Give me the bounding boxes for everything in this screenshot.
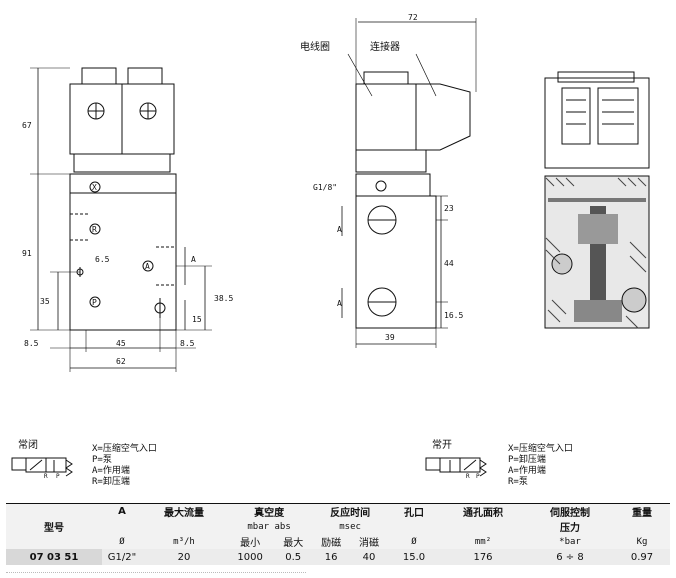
dim-44: 44 bbox=[444, 259, 454, 268]
sub-vac-min: 最小 bbox=[240, 538, 261, 549]
col-vacuum: 真空度 bbox=[254, 508, 285, 519]
nc-legend-x: X=压缩空气入口 bbox=[92, 444, 157, 454]
dim-6-5: 6.5 bbox=[95, 255, 110, 264]
sub-a: Ø bbox=[119, 536, 125, 547]
no-legend-a: A=作用端 bbox=[508, 466, 546, 476]
col-weight: 重量 bbox=[632, 508, 652, 519]
sub-weight: Kg bbox=[636, 536, 648, 547]
dim-a-lower: A bbox=[337, 299, 342, 308]
col-response: 反应时间 bbox=[330, 508, 371, 519]
front-view bbox=[30, 67, 212, 372]
connector-label: 连接器 bbox=[370, 42, 400, 53]
cell-vac-max: 0.5 bbox=[285, 551, 302, 563]
technical-drawing: 67 91 35 38.5 15 6.5 8.5 45 8.5 62 A X R… bbox=[22, 13, 650, 372]
dim-35: 35 bbox=[40, 297, 50, 306]
svg-text:P: P bbox=[476, 473, 480, 480]
symbol-nc-legend: X=压缩空气入口 P=泵 A=作用端 R=卸压端 bbox=[92, 444, 157, 488]
coil-cap-right bbox=[127, 67, 163, 85]
dim-8-5-left: 8.5 bbox=[24, 339, 39, 348]
dim-8-5-right: 8.5 bbox=[180, 339, 195, 348]
table-top-rule bbox=[6, 503, 670, 504]
dim-39: 39 bbox=[385, 333, 395, 342]
dim-23: 23 bbox=[444, 204, 454, 213]
svg-text:P: P bbox=[56, 473, 60, 480]
valve-body bbox=[69, 173, 177, 331]
dim-15: 15 bbox=[192, 315, 202, 324]
cell-vac-min: 1000 bbox=[237, 551, 263, 563]
coil-label: 电线圈 bbox=[300, 42, 330, 53]
dim-a-upper: A bbox=[337, 225, 342, 234]
sub-area: mm² bbox=[474, 536, 492, 547]
dim-16-5: 16.5 bbox=[444, 311, 463, 320]
vacuum-unit: mbar abs bbox=[247, 521, 291, 532]
nc-legend-a: A=作用端 bbox=[92, 466, 130, 476]
col-servo-2: 压力 bbox=[560, 523, 580, 534]
table-row: 07 03 51 G1/2" 20 1000 0.5 16 40 15.0 17… bbox=[6, 549, 670, 565]
dim-38-5: 38.5 bbox=[214, 294, 233, 303]
svg-text:R: R bbox=[466, 473, 470, 480]
response-unit: msec bbox=[339, 521, 361, 532]
dim-g18: G1/8" bbox=[313, 183, 337, 192]
symbol-nc-title: 常闭 bbox=[18, 440, 38, 451]
port-r: R bbox=[92, 225, 97, 234]
no-legend-r: R=泵 bbox=[508, 477, 528, 487]
no-legend-p: P=卸压端 bbox=[508, 455, 546, 465]
sub-servo: *bar bbox=[559, 536, 581, 547]
sub-flow: m³/h bbox=[173, 536, 195, 547]
dim-67: 67 bbox=[22, 121, 32, 130]
col-max-flow: 最大流量 bbox=[164, 508, 204, 519]
dim-91: 91 bbox=[22, 249, 32, 258]
svg-text:R: R bbox=[44, 473, 48, 480]
col-port: 孔口 bbox=[404, 508, 424, 519]
col-servo: 伺服控制 bbox=[550, 508, 590, 519]
dim-72: 72 bbox=[408, 13, 418, 22]
sub-vac-max: 最大 bbox=[283, 538, 304, 549]
cell-servo: 6 ÷ 8 bbox=[556, 551, 584, 563]
nc-legend-p: P=泵 bbox=[92, 455, 112, 465]
symbol-no-title: 常开 bbox=[432, 440, 452, 451]
cell-weight: 0.97 bbox=[630, 551, 654, 563]
col-area: 通孔面积 bbox=[463, 508, 503, 519]
spec-table: 型号 A 最大流量 真空度 反应时间 孔口 通孔面积 伺服控制 重量 mbar … bbox=[6, 504, 670, 565]
dim-45: 45 bbox=[116, 339, 126, 348]
sub-deenergize: 消磁 bbox=[359, 538, 380, 549]
col-model: 型号 bbox=[44, 523, 64, 534]
sub-energize: 励磁 bbox=[321, 538, 342, 549]
cell-a: G1/2" bbox=[107, 551, 137, 563]
col-a: A bbox=[118, 506, 126, 517]
port-a: A bbox=[145, 262, 150, 271]
cell-port: 15.0 bbox=[402, 551, 426, 563]
no-legend-x: X=压缩空气入口 bbox=[508, 444, 573, 454]
cell-deenergize: 40 bbox=[362, 551, 376, 563]
port-x: X bbox=[92, 183, 97, 192]
cell-model: 07 03 51 bbox=[6, 549, 102, 565]
symbol-no-legend: X=压缩空气入口 P=卸压端 A=作用端 R=泵 bbox=[508, 444, 573, 488]
dim-a-front: A bbox=[191, 255, 196, 264]
footnote-rule bbox=[6, 572, 306, 574]
side-view bbox=[341, 18, 477, 348]
coil-cap-left bbox=[81, 67, 117, 85]
coil-base bbox=[73, 153, 171, 173]
port-labels: X R A P bbox=[92, 183, 150, 307]
section-view bbox=[544, 71, 650, 329]
cell-flow: 20 bbox=[177, 551, 191, 563]
dim-62: 62 bbox=[116, 357, 126, 366]
sub-port: Ø bbox=[411, 536, 417, 547]
cell-area: 176 bbox=[473, 551, 493, 563]
port-p: P bbox=[92, 298, 97, 307]
nc-legend-r: R=卸压端 bbox=[92, 477, 130, 487]
cell-energize: 16 bbox=[324, 551, 338, 563]
